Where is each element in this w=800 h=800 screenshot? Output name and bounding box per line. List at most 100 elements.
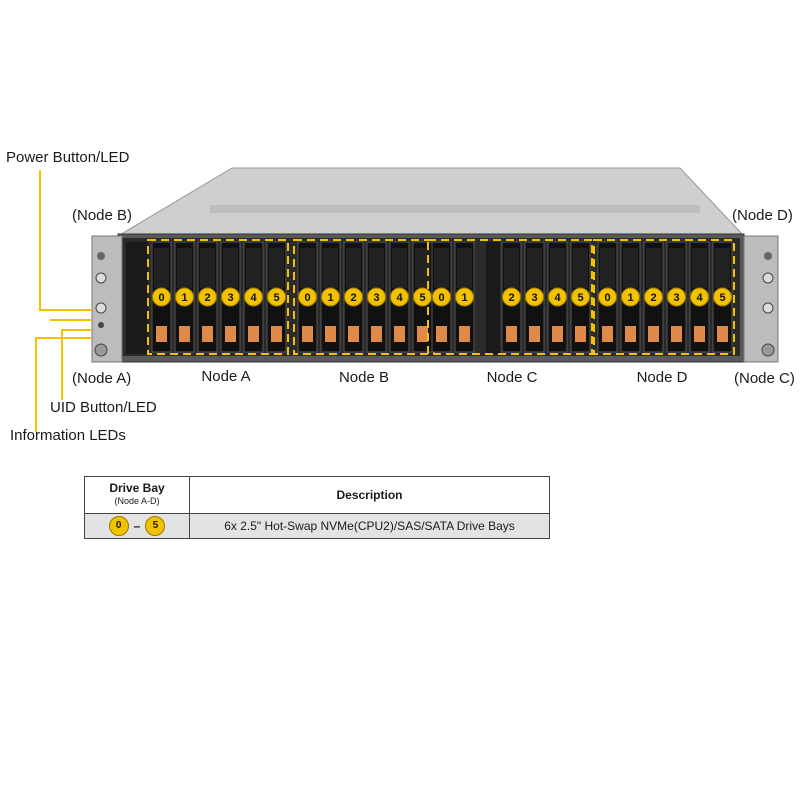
drive-status-led xyxy=(371,326,382,342)
right-rack-ear xyxy=(743,235,779,363)
drive-handle xyxy=(346,248,361,288)
drive-handle xyxy=(573,248,588,288)
bay-number-label: 3 xyxy=(673,292,679,304)
node-a-left-label: (Node A) xyxy=(72,370,132,387)
bay-end-badge: 5 xyxy=(145,516,166,536)
left-rack-ear xyxy=(91,235,123,363)
drive-handle xyxy=(646,248,661,288)
node-bay-group: 0 1 2 3 4 5 xyxy=(147,239,289,355)
drive-handle xyxy=(692,248,707,288)
bay-number-label: 0 xyxy=(438,292,444,304)
bay-number-label: 1 xyxy=(627,292,633,304)
drive-handle xyxy=(154,248,169,288)
bay-number-badge xyxy=(198,287,217,307)
power-button-label: Power Button/LED xyxy=(6,149,130,166)
bay-number-label: 4 xyxy=(250,292,257,304)
drive-bay-subheader: (Node A-D) xyxy=(114,496,160,506)
drive-status-led xyxy=(625,326,636,342)
bay-number-badge xyxy=(321,287,340,307)
bay-number-label: 5 xyxy=(719,292,725,304)
drive-status-led xyxy=(325,326,336,342)
bay-number-label: 5 xyxy=(419,292,425,304)
bay-number-badge xyxy=(455,287,474,307)
node-d-right-label: (Node D) xyxy=(732,207,793,224)
drive-status-led xyxy=(202,326,213,342)
drive-status-led xyxy=(717,326,728,342)
drive-status-led xyxy=(225,326,236,342)
drive-status-led xyxy=(602,326,613,342)
drive-handle xyxy=(550,248,565,288)
bay-number-badge xyxy=(713,287,732,307)
node-outline xyxy=(427,239,593,355)
bay-number-label: 2 xyxy=(508,292,514,304)
table-row: 0–5 6x 2.5" Hot-Swap NVMe(CPU2)/SAS/SATA… xyxy=(84,513,550,539)
bay-number-label: 3 xyxy=(531,292,537,304)
callout-lines xyxy=(35,170,92,432)
drive-handle xyxy=(669,248,684,288)
drive-handle xyxy=(504,248,519,288)
bay-number-badge xyxy=(690,287,709,307)
bay-number-label: 0 xyxy=(304,292,310,304)
drive-status-led xyxy=(529,326,540,342)
drive-handle xyxy=(600,248,615,288)
uid-button-label: UID Button/LED xyxy=(50,399,157,416)
description-header: Description xyxy=(189,476,550,514)
drive-handle xyxy=(269,248,284,288)
bay-number-badge xyxy=(367,287,386,307)
bay-number-label: 2 xyxy=(650,292,656,304)
drive-handle xyxy=(715,248,730,288)
bay-number-label: 3 xyxy=(373,292,379,304)
drive-handle xyxy=(434,248,449,288)
bay-number-badge xyxy=(344,287,363,307)
drive-status-led xyxy=(417,326,428,342)
node-c-label: Node C xyxy=(486,369,538,386)
drive-status-led xyxy=(156,326,167,342)
bay-number-badge xyxy=(525,287,544,307)
bay-number-label: 0 xyxy=(158,292,164,304)
bay-number-label: 5 xyxy=(273,292,279,304)
bay-start-badge: 0 xyxy=(108,516,129,536)
bay-number-label: 5 xyxy=(577,292,583,304)
drive-status-led xyxy=(348,326,359,342)
drive-handle xyxy=(246,248,261,288)
bay-number-badge xyxy=(221,287,240,307)
bay-description: 6x 2.5" Hot-Swap NVMe(CPU2)/SAS/SATA Dri… xyxy=(189,513,550,539)
node-d-label: Node D xyxy=(636,369,688,386)
bay-number-label: 2 xyxy=(204,292,210,304)
information-leds-label: Information LEDs xyxy=(10,427,126,444)
node-b-left-label: (Node B) xyxy=(72,207,133,224)
bay-number-badge xyxy=(548,287,567,307)
drive-handle xyxy=(200,248,215,288)
drive-handle xyxy=(415,248,430,288)
bay-number-badge xyxy=(571,287,590,307)
power-button-node-d-icon xyxy=(762,272,774,284)
bay-number-label: 3 xyxy=(227,292,233,304)
bay-number-label: 4 xyxy=(396,292,403,304)
vent-grille xyxy=(126,242,148,354)
drive-handle xyxy=(527,248,542,288)
drive-handle xyxy=(457,248,472,288)
range-separator: – xyxy=(133,519,141,533)
bay-number-badge xyxy=(390,287,409,307)
drive-status-led xyxy=(248,326,259,342)
node-bay-group: 0 1 2 3 4 5 xyxy=(593,239,735,355)
bay-number-label: 1 xyxy=(181,292,187,304)
power-button-node-c-icon xyxy=(762,302,774,314)
drive-handle xyxy=(392,248,407,288)
bay-number-badge xyxy=(175,287,194,307)
drive-status-led xyxy=(394,326,405,342)
drive-status-led xyxy=(271,326,282,342)
chassis-top xyxy=(116,167,746,237)
bay-number-label: 1 xyxy=(327,292,333,304)
node-c-right-label: (Node C) xyxy=(734,370,795,387)
bay-number-badge xyxy=(432,287,451,307)
drive-status-led xyxy=(552,326,563,342)
drive-bay-table: Drive Bay (Node A-D) Description 0–5 6x … xyxy=(84,476,550,539)
drive-handle xyxy=(323,248,338,288)
node-b-label: Node B xyxy=(338,369,390,386)
bay-number-label: 0 xyxy=(604,292,610,304)
bay-number-badge xyxy=(244,287,263,307)
bay-number-label: 4 xyxy=(696,292,703,304)
bay-number-badge xyxy=(152,287,171,307)
